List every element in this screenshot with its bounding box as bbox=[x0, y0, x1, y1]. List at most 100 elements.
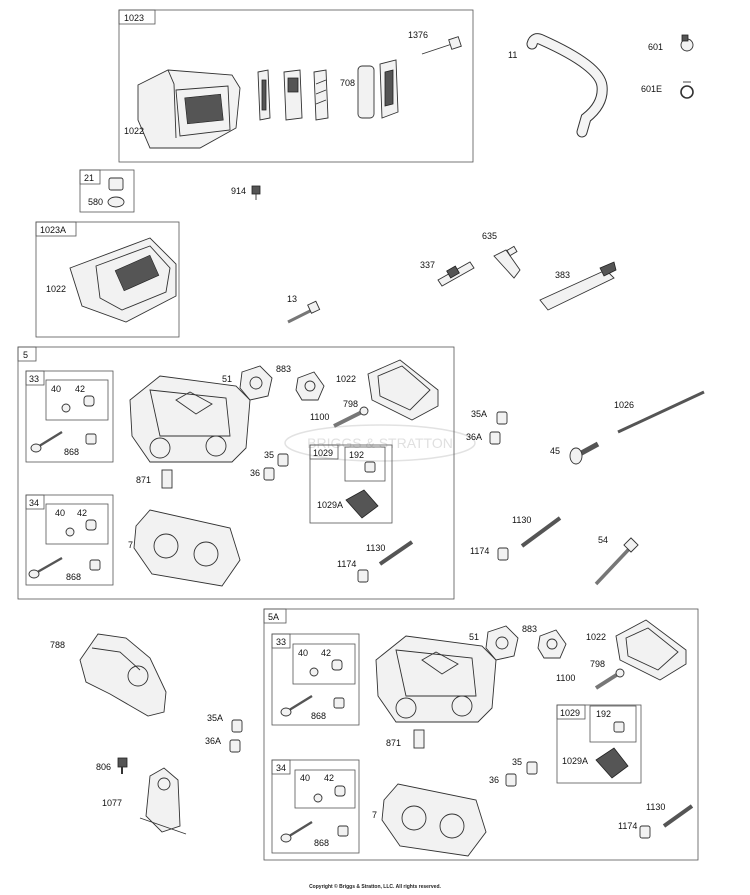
label-42-b: 42 bbox=[77, 508, 87, 518]
label-383: 383 bbox=[555, 270, 570, 280]
group-5a-tag bbox=[263, 608, 287, 624]
group-1023-label: 1023 bbox=[124, 13, 144, 23]
group-5a-box bbox=[263, 608, 699, 861]
label-798-a: 798 bbox=[343, 399, 358, 409]
label-1376: 1376 bbox=[408, 30, 428, 40]
gasket-1022-d bbox=[615, 619, 687, 681]
label-1130-a: 1130 bbox=[366, 543, 385, 553]
breather-798-b bbox=[594, 668, 625, 690]
bracket-1077 bbox=[139, 767, 187, 835]
group-33-b-box bbox=[271, 633, 360, 726]
label-601e: 601E bbox=[641, 84, 662, 94]
label-42-c: 42 bbox=[321, 648, 331, 658]
label-914: 914 bbox=[231, 186, 246, 196]
label-1100-a: 1100 bbox=[310, 412, 329, 422]
label-635: 635 bbox=[482, 231, 497, 241]
label-35-a: 35 bbox=[264, 450, 274, 460]
gasket-883-b bbox=[537, 629, 567, 659]
group-1029-a-label: 1029 bbox=[313, 448, 333, 458]
label-798-b: 798 bbox=[590, 659, 605, 669]
spring-36-b bbox=[505, 773, 517, 787]
spark-plug-boot-635 bbox=[493, 245, 521, 279]
group-21-label: 21 bbox=[84, 173, 94, 183]
nut-192-a bbox=[364, 461, 376, 473]
valve-cover-1022-b bbox=[69, 237, 177, 323]
spring-36a-b bbox=[229, 739, 241, 753]
label-337: 337 bbox=[420, 260, 435, 270]
group-34-b-label: 34 bbox=[276, 763, 286, 773]
group-5-tag bbox=[17, 346, 37, 362]
label-192-b: 192 bbox=[596, 709, 611, 719]
label-1022-d: 1022 bbox=[586, 632, 606, 642]
tappet-45 bbox=[569, 441, 600, 465]
oil-fill-cap bbox=[107, 177, 125, 208]
label-35a-b: 35A bbox=[207, 713, 223, 723]
label-883-a: 883 bbox=[276, 364, 291, 374]
ignition-armature-383 bbox=[539, 261, 617, 311]
group-33-a-box bbox=[25, 370, 114, 463]
group-34-a-label: 34 bbox=[29, 498, 39, 508]
label-42-d: 42 bbox=[324, 773, 334, 783]
gasket-51-a bbox=[239, 365, 273, 401]
label-1174-c: 1174 bbox=[618, 821, 637, 831]
seal-1174-a bbox=[357, 569, 369, 583]
clamp-601 bbox=[680, 34, 694, 52]
label-51-a: 51 bbox=[222, 374, 232, 384]
label-40-c: 40 bbox=[298, 648, 308, 658]
label-7-a: 7 bbox=[128, 540, 133, 550]
group-33-a-tag bbox=[25, 370, 45, 386]
label-40-b: 40 bbox=[55, 508, 65, 518]
bolt-1376 bbox=[421, 36, 462, 55]
label-36a-a: 36A bbox=[466, 432, 482, 442]
pushrod-1026 bbox=[617, 390, 705, 434]
bolt-13 bbox=[287, 300, 321, 324]
label-36-b: 36 bbox=[489, 775, 499, 785]
valve-seal-42-a bbox=[83, 395, 95, 407]
group-40-42-d-box bbox=[294, 769, 356, 809]
valve-keeper-40-a bbox=[61, 403, 71, 413]
gasket-1022-c bbox=[367, 359, 439, 421]
label-51-b: 51 bbox=[469, 632, 479, 642]
clamp-601e bbox=[680, 81, 694, 99]
pin-871-a bbox=[161, 469, 173, 489]
group-40-42-b-box bbox=[45, 503, 109, 545]
label-1022-b: 1022 bbox=[46, 284, 66, 294]
valve-seal-42-b bbox=[85, 519, 97, 531]
label-1026: 1026 bbox=[614, 400, 634, 410]
breather-798-a bbox=[333, 406, 369, 428]
group-192-a-box bbox=[344, 446, 386, 482]
shroud-788 bbox=[79, 633, 167, 717]
label-868-a: 868 bbox=[64, 447, 79, 457]
seal-1174-b bbox=[497, 547, 509, 561]
rocker-arm-1029a-b bbox=[595, 747, 629, 779]
valve-d bbox=[280, 820, 313, 843]
seal-1174-c bbox=[639, 825, 651, 839]
screw-914 bbox=[251, 185, 261, 200]
label-1130-b: 1130 bbox=[512, 515, 531, 525]
label-1029a-a: 1029A bbox=[317, 500, 343, 510]
spring-35a-b bbox=[231, 719, 243, 733]
label-54: 54 bbox=[598, 535, 608, 545]
group-1023a-box bbox=[35, 221, 180, 338]
group-34-a-tag bbox=[25, 494, 45, 510]
group-33-a-label: 33 bbox=[29, 374, 39, 384]
label-868-d: 868 bbox=[314, 838, 329, 848]
gasket-883-a bbox=[295, 371, 325, 401]
group-5-box bbox=[17, 346, 455, 600]
valve-seal-42-d bbox=[334, 785, 346, 797]
label-1029a-b: 1029A bbox=[562, 756, 588, 766]
pushrod-1130-b bbox=[520, 516, 562, 548]
label-868-b: 868 bbox=[66, 572, 81, 582]
spring-cap-868-c bbox=[333, 697, 345, 709]
label-40-d: 40 bbox=[300, 773, 310, 783]
spring-cap-868-a bbox=[85, 433, 97, 445]
pin-871-b bbox=[413, 729, 425, 749]
group-34-b-tag bbox=[271, 759, 291, 775]
label-1077: 1077 bbox=[102, 798, 122, 808]
label-45: 45 bbox=[550, 446, 560, 456]
pushrod-1130-c bbox=[662, 804, 694, 828]
group-1029-b-box bbox=[556, 704, 642, 784]
breather-hose-11 bbox=[526, 33, 608, 138]
pushrod-1130-a bbox=[378, 540, 414, 566]
label-871-b: 871 bbox=[386, 738, 401, 748]
